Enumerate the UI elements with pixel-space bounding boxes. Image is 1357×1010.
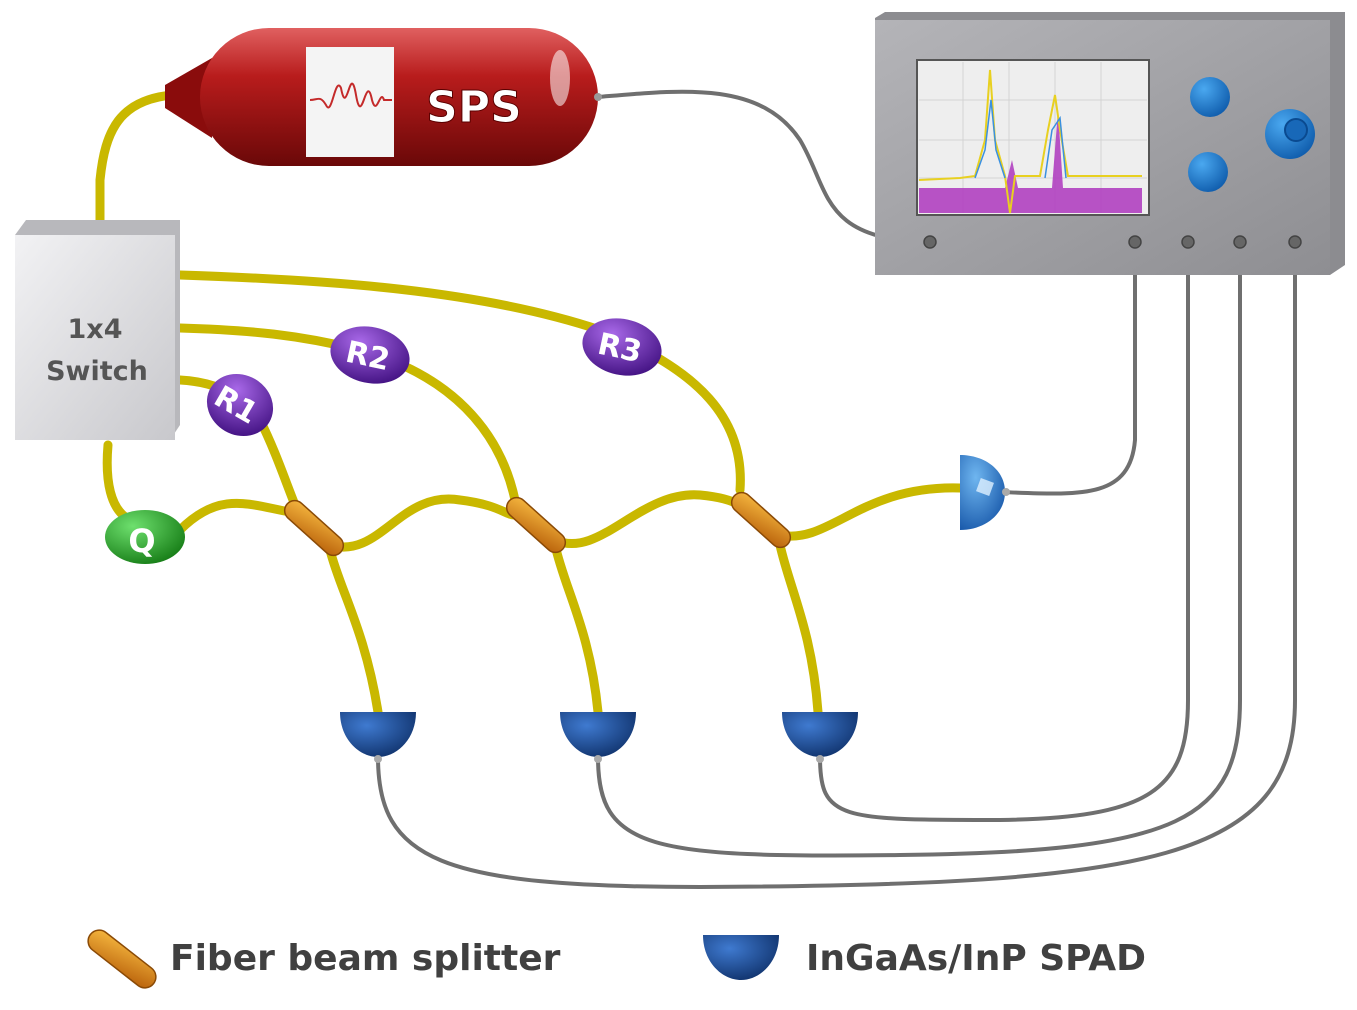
cable-spad-right-to-instrument	[998, 240, 1137, 496]
sps-waveform-icon	[309, 82, 392, 109]
fiber-splitter2-to-spad2	[550, 540, 603, 717]
fiber-splitter-3	[730, 491, 792, 549]
knob-top-icon[interactable]	[1190, 77, 1230, 117]
cable-spad-2-to-instrument	[596, 240, 1242, 858]
spad-detectors	[340, 455, 1010, 763]
switch-body	[15, 235, 175, 440]
legend-spad-icon	[703, 935, 779, 980]
switch-label-line2: Switch	[46, 356, 148, 387]
screen-trace-blue	[974, 99, 1067, 179]
spad-detector-1[interactable]	[340, 712, 416, 763]
qubit-r2-node[interactable]: R2	[325, 319, 415, 390]
fiber-sps-to-switch	[95, 90, 177, 233]
switch-label-line1: 1x4	[68, 314, 123, 345]
fiber-splitter3-to-spad3	[775, 540, 823, 717]
detector-cables	[376, 89, 1297, 890]
qubit-r3-node[interactable]: R3	[577, 311, 667, 382]
port-2	[1128, 235, 1142, 249]
qubit-q-node[interactable]: Q	[105, 510, 185, 564]
knob-middle-icon[interactable]	[1188, 152, 1228, 192]
cable-spad-1-to-instrument	[376, 240, 1297, 890]
fiber-splitter1-to-spad1	[325, 545, 383, 717]
fiber-splitter-2	[505, 496, 567, 554]
instrument-ports	[923, 235, 1302, 249]
optical-switch[interactable]: 1x4 Switch	[15, 220, 180, 440]
sps-source[interactable]: SPS	[165, 28, 602, 166]
fiber-switch-to-q	[102, 440, 135, 525]
fiber-splitter-1	[283, 499, 345, 557]
fiber-main-line	[175, 483, 965, 552]
legend-splitter-label: Fiber beam splitter	[170, 938, 561, 979]
optical-fibers	[95, 90, 965, 717]
spad-detector-3[interactable]	[782, 712, 858, 763]
legend-spad-label: InGaAs/InP SPAD	[806, 938, 1146, 979]
port-1	[923, 235, 937, 249]
qubit-r1-node[interactable]: R1	[196, 362, 285, 448]
port-4	[1233, 235, 1247, 249]
sps-label: SPS	[426, 82, 522, 133]
sps-waveform-panel	[306, 47, 394, 157]
cable-sps-to-instrument	[596, 89, 932, 244]
qubit-q-label: Q	[128, 522, 155, 560]
sps-nozzle	[165, 58, 212, 138]
legend-splitter-icon	[87, 929, 157, 989]
beam-splitters	[283, 491, 792, 557]
instrument[interactable]	[875, 12, 1345, 275]
port-5	[1288, 235, 1302, 249]
sps-body	[200, 28, 598, 166]
spad-detector-right[interactable]	[960, 455, 1010, 530]
legend: Fiber beam splitter InGaAs/InP SPAD	[87, 929, 1146, 989]
fiber-switch-to-r3	[175, 270, 745, 495]
screen-trace-magenta	[919, 110, 1142, 213]
screen-trace-yellow	[918, 69, 1142, 214]
cable-spad-3-to-instrument	[818, 240, 1190, 823]
spad-detector-2[interactable]	[560, 712, 636, 763]
port-3	[1181, 235, 1195, 249]
